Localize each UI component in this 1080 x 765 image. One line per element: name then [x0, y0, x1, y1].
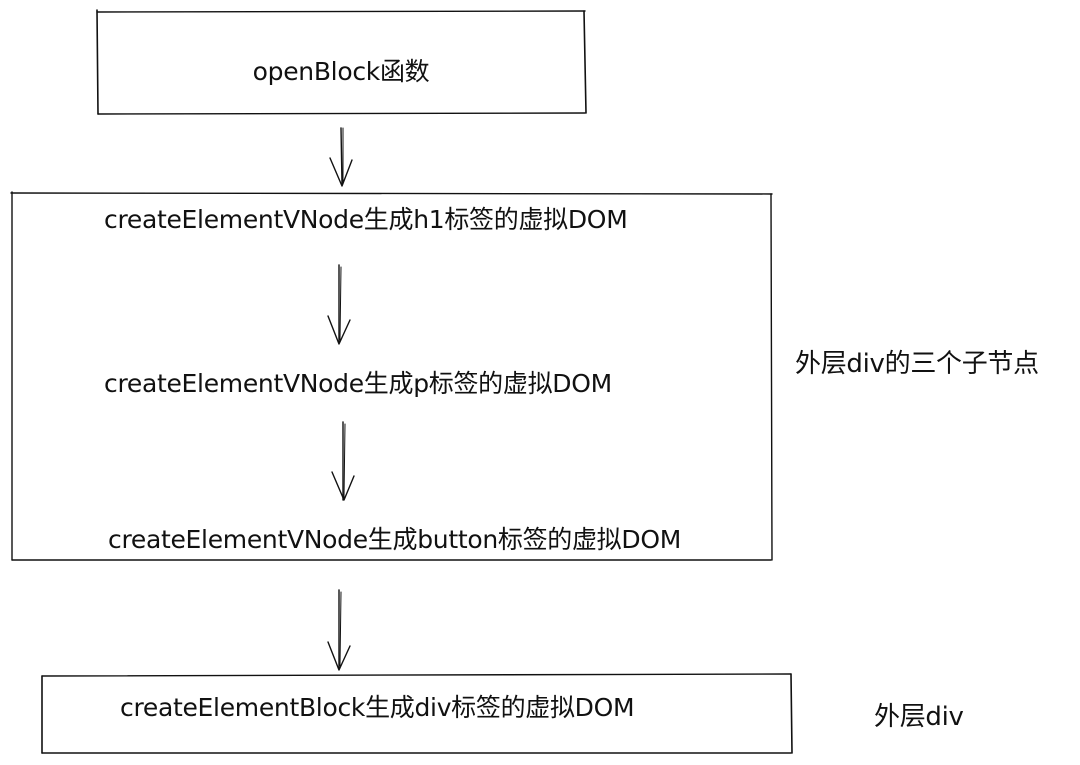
- outer-div-annotation: 外层div: [874, 702, 964, 732]
- open-block-label: openBlock函数: [252, 57, 430, 86]
- children-annotation: 外层div的三个子节点: [795, 349, 1039, 379]
- create-block-box: [41, 673, 793, 754]
- open-block-box: [96, 9, 587, 115]
- create-block-label: createElementBlock生成div标签的虚拟DOM: [120, 693, 635, 722]
- h1-vnode-label: createElementVNode生成h1标签的虚拟DOM: [104, 205, 628, 234]
- p-vnode-label: createElementVNode生成p标签的虚拟DOM: [104, 369, 612, 398]
- children-group-box: [10, 191, 773, 561]
- button-vnode-label: createElementVNode生成button标签的虚拟DOM: [108, 525, 681, 554]
- arrow-h1-to-p: [327, 264, 351, 345]
- arrow-open-to-h1: [329, 127, 353, 187]
- arrow-p-to-button: [331, 421, 355, 501]
- arrow-group-to-block: [327, 589, 351, 671]
